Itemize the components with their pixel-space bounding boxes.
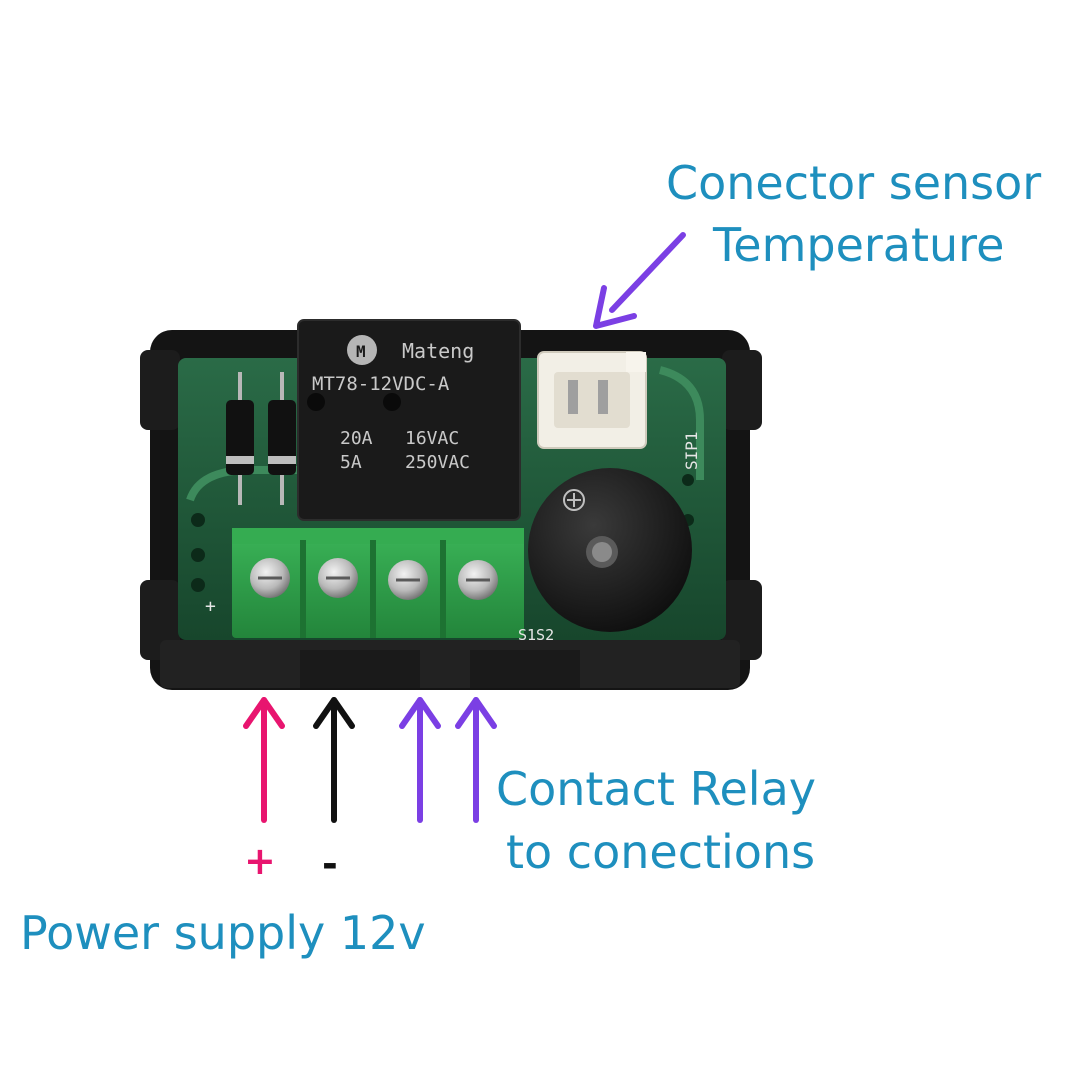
- terminal-screw: [250, 558, 290, 598]
- minus-arrow: [313, 697, 355, 823]
- pcb-terminal-mark: S1S2: [518, 626, 554, 644]
- sensor-arrow: [593, 232, 686, 329]
- sensor-connector-label-2: Temperature: [713, 218, 1005, 272]
- relay-rating-current-2: 5A: [340, 452, 362, 473]
- pcb-connector-mark: SIP1: [682, 431, 701, 470]
- relay-arrow-2: [455, 697, 497, 823]
- relay-logo-icon: [347, 335, 377, 365]
- relay-rating-current-1: 20A: [340, 428, 373, 449]
- terminal-block: S1S2: [232, 528, 554, 644]
- terminal-screw: [318, 558, 358, 598]
- power-supply-label: Power supply 12v: [20, 906, 426, 960]
- relay-rating-voltage-2: 250VAC: [405, 452, 470, 473]
- buzzer: [528, 468, 692, 632]
- relay-brand: Mateng: [402, 339, 474, 363]
- relay-rating-voltage-1: 16VAC: [405, 428, 459, 449]
- terminal-screw: [458, 560, 498, 600]
- relay-arrow-1: [399, 697, 441, 823]
- diodes: [226, 372, 296, 505]
- pcb-plus-mark: +: [205, 596, 216, 617]
- sensor-connector-label: Conector sensor: [666, 156, 1042, 210]
- relay-contact-label: Contact Relay: [496, 762, 816, 816]
- sensor-connector: [537, 351, 647, 449]
- relay-contact-label-2: to conections: [506, 825, 816, 879]
- terminal-screw: [388, 560, 428, 600]
- plus-label: +: [244, 839, 276, 883]
- relay: M Mateng MT78-12VDC-A 20A 16VAC 5A 250VA…: [297, 319, 521, 521]
- svg-text:M: M: [356, 342, 366, 361]
- minus-label: -: [322, 842, 338, 886]
- relay-model: MT78-12VDC-A: [312, 373, 450, 395]
- plus-arrow: [243, 697, 285, 823]
